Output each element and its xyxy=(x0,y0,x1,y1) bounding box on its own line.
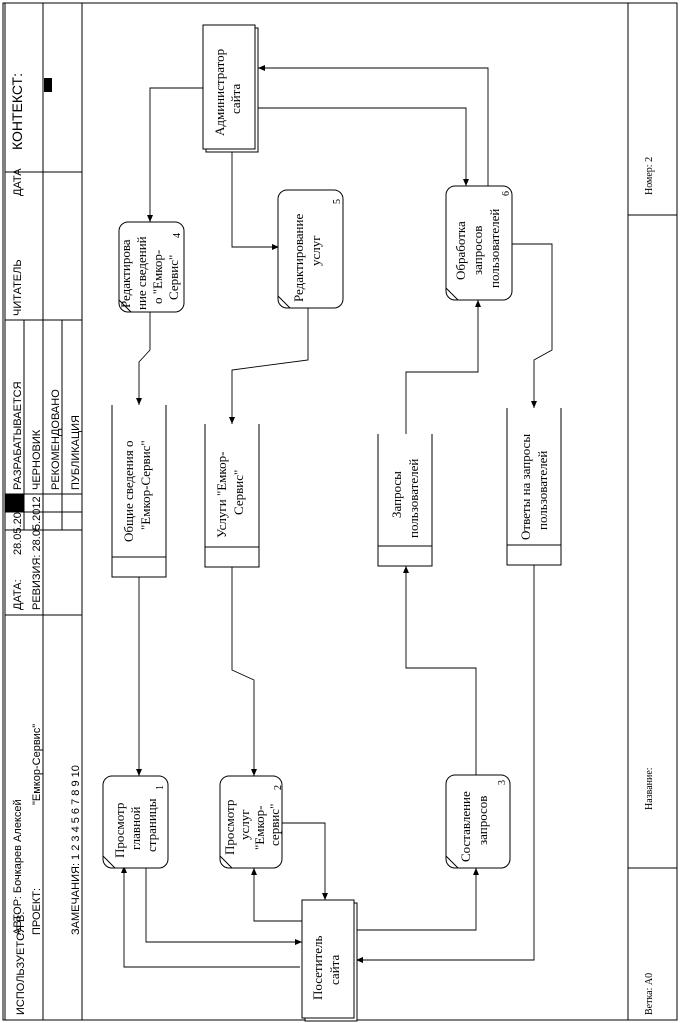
process-4: Редактирова ние сведений о "Емкор- Серви… xyxy=(118,221,185,313)
svg-text:запросов: запросов xyxy=(470,226,485,275)
svg-text:пользователей: пользователей xyxy=(406,459,421,538)
svg-text:запросов: запросов xyxy=(475,796,490,845)
date-label: ДАТА: xyxy=(12,579,24,610)
svg-text:Посетитель: Посетитель xyxy=(310,936,325,1000)
svg-text:Общие сведения о: Общие сведения о xyxy=(121,441,136,542)
entity-admin: Администратор сайта xyxy=(202,24,259,153)
svg-text:Составление: Составление xyxy=(458,791,473,862)
svg-text:Редактирова: Редактирова xyxy=(118,239,133,308)
number-text: Номер: 2 xyxy=(644,157,655,195)
entity-admin-label: Администратор сайта xyxy=(212,49,243,136)
entity-visitor-label: Посетитель сайта xyxy=(310,936,342,1000)
svg-text:"Емкор-Сервис": "Емкор-Сервис" xyxy=(138,440,153,530)
svg-text:страницы: страницы xyxy=(144,798,159,852)
svg-text:5: 5 xyxy=(332,199,343,204)
author-text: АВТОР: Бочкарев Алексей xyxy=(12,799,24,935)
store-4: Ответы на запросы пользователей xyxy=(506,408,562,566)
svg-text:главной: главной xyxy=(128,806,143,850)
svg-text:"Емкор-: "Емкор- xyxy=(252,806,267,850)
svg-text:пользователей: пользователей xyxy=(535,451,550,530)
svg-text:о "Емкор-: о "Емкор- xyxy=(150,250,165,304)
project-value: "Емкор-Сервис" xyxy=(31,724,43,805)
svg-text:сайта: сайта xyxy=(327,955,342,985)
process-1: Просмотр главной страницы 1 xyxy=(102,775,169,869)
name-text: Название: xyxy=(644,767,655,810)
process-5: Редактирование услуг 5 xyxy=(277,189,344,309)
svg-text:Редактирование: Редактирование xyxy=(291,214,306,302)
svg-text:2: 2 xyxy=(273,785,284,790)
branch-text: Ветка: А0 xyxy=(644,973,655,1015)
header-texts: ИСПОЛЬЗУЕТСЯ В: АВТОР: Бочкарев Алексей … xyxy=(9,73,82,1015)
notes-text: ЗАМЕЧАНИЯ: 1 2 3 4 5 6 7 8 9 10 xyxy=(70,765,82,935)
revision-text: РЕВИЗИЯ: 28.05.2012 xyxy=(31,496,43,610)
svg-text:Сервис": Сервис" xyxy=(231,470,246,515)
svg-text:6: 6 xyxy=(501,191,512,196)
context-label: КОНТЕКСТ: xyxy=(9,73,25,150)
svg-text:услуг: услуг xyxy=(308,235,323,266)
status-in-dev: РАЗРАБАТЫВАЕТСЯ xyxy=(12,381,24,490)
svg-text:Запросы: Запросы xyxy=(389,471,404,518)
svg-text:сервис": сервис" xyxy=(267,804,282,846)
store-2: Услуги "Емкор- Сервис" xyxy=(204,424,260,568)
project-label: ПРОЕКТ: xyxy=(31,888,43,935)
svg-text:4: 4 xyxy=(172,233,183,238)
flows xyxy=(121,65,553,968)
svg-text:сайта: сайта xyxy=(228,84,243,114)
svg-text:Просмотр: Просмотр xyxy=(112,803,127,858)
in-dev-mark xyxy=(5,494,24,512)
entity-visitor: Посетитель сайта xyxy=(301,899,358,1022)
process-2: Просмотр услуг "Емкор- сервис" 2 xyxy=(219,775,284,869)
svg-text:пользователей: пользователей xyxy=(487,209,502,288)
svg-text:Администратор: Администратор xyxy=(212,49,227,136)
svg-text:Услуги "Емкор-: Услуги "Емкор- xyxy=(214,452,229,538)
svg-text:Ответы на запросы: Ответы на запросы xyxy=(518,434,533,540)
date-value: 28.05.2012 xyxy=(12,500,24,555)
store-3: Запросы пользователей xyxy=(377,434,433,567)
svg-text:3: 3 xyxy=(497,780,508,785)
footer-texts: Ветка: А0 Название: Номер: 2 xyxy=(644,157,655,1015)
svg-text:1: 1 xyxy=(155,785,166,790)
svg-text:Сервис": Сервис" xyxy=(166,255,181,300)
svg-text:услуг: услуг xyxy=(237,809,252,840)
context-mark xyxy=(44,78,52,92)
header-block xyxy=(4,3,83,1020)
store-1: Общие сведения о "Емкор-Сервис" xyxy=(111,405,167,578)
reader-label: ЧИТАТЕЛЬ xyxy=(12,259,24,316)
footer-block xyxy=(627,3,677,1020)
status-draft: ЧЕРНОВИК xyxy=(31,429,43,490)
svg-text:Обработка: Обработка xyxy=(453,221,468,280)
process-6: Обработка запросов пользователей 6 xyxy=(445,185,513,301)
used-in-label: ИСПОЛЬЗУЕТСЯ В: xyxy=(15,912,27,1015)
svg-text:Просмотр: Просмотр xyxy=(222,800,237,855)
date-col-label: ДАТА xyxy=(12,168,24,196)
svg-text:ние сведений: ние сведений xyxy=(134,236,149,310)
status-recommended: РЕКОМЕНДОВАНО xyxy=(50,389,62,490)
status-published: ПУБЛИКАЦИЯ xyxy=(70,415,82,490)
process-3: Составление запросов 3 xyxy=(445,774,511,869)
